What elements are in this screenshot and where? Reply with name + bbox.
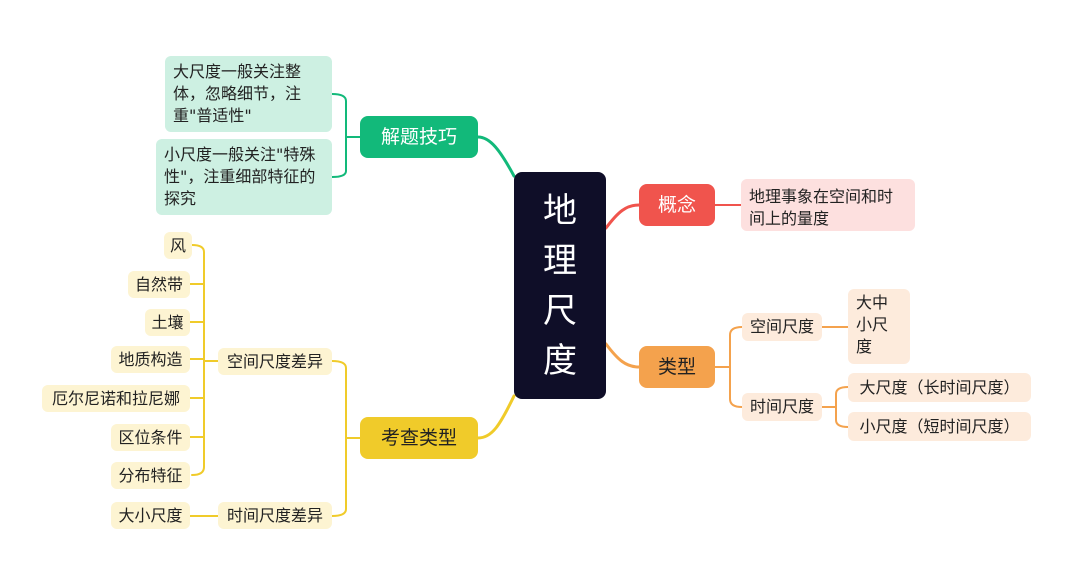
tip-small-scale[interactable]: 小尺度一般关注"特殊性"，注重细部特征的探究 bbox=[156, 139, 332, 215]
branch-gainian[interactable]: 概念 bbox=[639, 184, 715, 226]
connector-center-kaocha bbox=[476, 394, 516, 440]
sub-spatial-difference[interactable]: 空间尺度差异 bbox=[218, 348, 332, 375]
central-topic-char: 理 bbox=[543, 240, 577, 281]
branch-leixing[interactable]: 类型 bbox=[639, 346, 715, 388]
connector-center-gainian bbox=[604, 203, 641, 230]
leaf-distribution-features[interactable]: 分布特征 bbox=[111, 462, 190, 489]
connector-leixing-sub bbox=[714, 326, 743, 408]
central-topic-char: 尺 bbox=[543, 290, 577, 331]
leaf-geologic-structure[interactable]: 地质构造 bbox=[111, 346, 190, 373]
leaf-wind[interactable]: 风 bbox=[164, 232, 192, 259]
sub-spatial-scale[interactable]: 空间尺度 bbox=[742, 313, 822, 341]
connector-center-jieti bbox=[476, 135, 516, 178]
sub-temporal-difference[interactable]: 时间尺度差异 bbox=[218, 502, 332, 529]
leaf-soil[interactable]: 土壤 bbox=[145, 309, 190, 336]
leaf-large-small-scale[interactable]: 大小尺度 bbox=[111, 502, 190, 529]
connector-shijianchidu-leaves bbox=[821, 386, 849, 428]
leaf-location-conditions[interactable]: 区位条件 bbox=[111, 424, 190, 451]
connector-center-leixing bbox=[604, 342, 641, 369]
concept-definition[interactable]: 地理事象在空间和时间上的量度 bbox=[741, 179, 915, 231]
leaf-large-scale-long-time[interactable]: 大尺度（长时间尺度） bbox=[848, 373, 1031, 402]
branch-jieti-jiqiao[interactable]: 解题技巧 bbox=[360, 116, 478, 158]
central-topic-char: 地 bbox=[543, 190, 577, 231]
central-topic-char: 度 bbox=[543, 340, 577, 381]
connector-jieti-tips bbox=[331, 93, 361, 178]
central-topic[interactable]: 地 理 尺 度 bbox=[514, 172, 606, 399]
branch-kaocha-leixing[interactable]: 考查类型 bbox=[360, 417, 478, 459]
leaf-el-nino-la-nina[interactable]: 厄尔尼诺和拉尼娜 bbox=[42, 385, 190, 412]
connector-kaocha-sub bbox=[331, 360, 361, 517]
sub-temporal-scale[interactable]: 时间尺度 bbox=[742, 393, 822, 421]
leaf-small-scale-short-time[interactable]: 小尺度（短时间尺度） bbox=[848, 412, 1031, 441]
connector-kongjian-leaves bbox=[189, 244, 219, 476]
leaf-natural-zone[interactable]: 自然带 bbox=[128, 271, 190, 298]
leaf-large-medium-small-scale[interactable]: 大中小尺度 bbox=[848, 289, 910, 364]
tip-large-scale[interactable]: 大尺度一般关注整体，忽略细节，注重"普适性" bbox=[165, 56, 332, 132]
